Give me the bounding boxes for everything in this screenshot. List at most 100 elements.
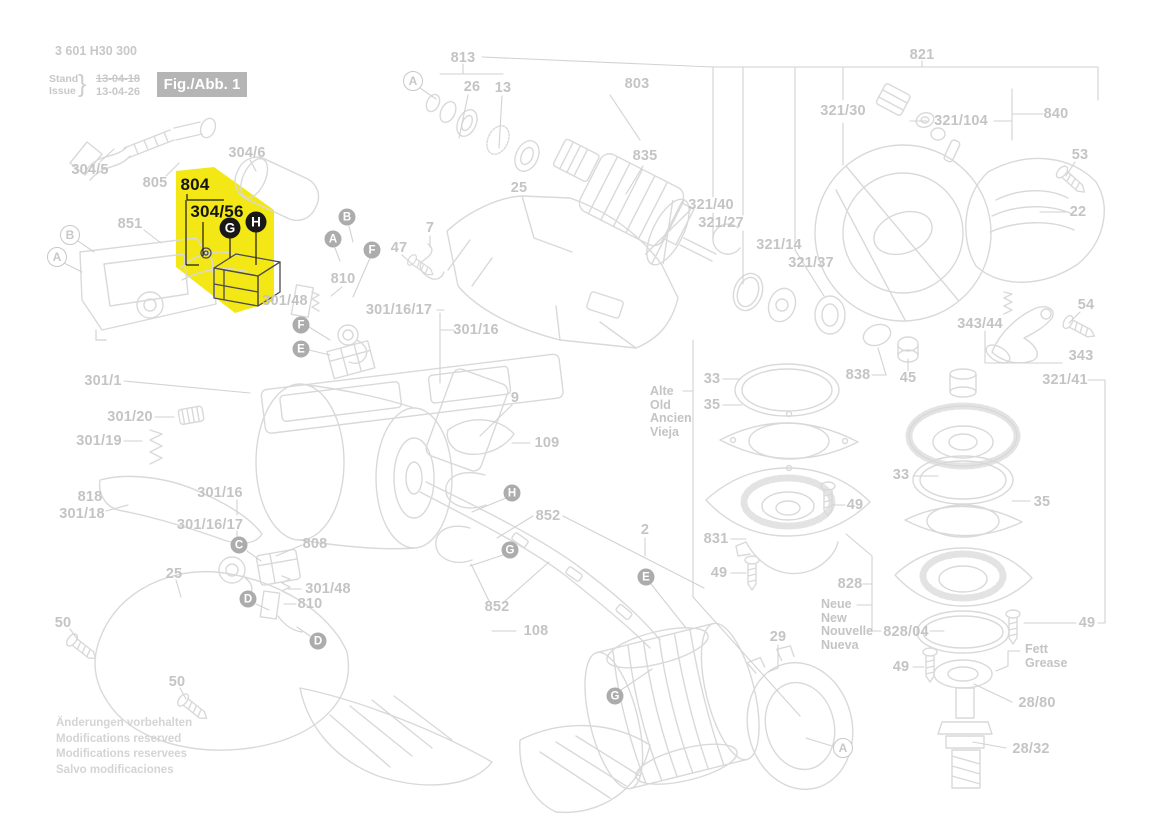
part-label-851: 851 [117, 216, 143, 232]
spindle [937, 687, 993, 789]
baffle-ring [746, 645, 854, 791]
part-label-838: 838 [845, 367, 871, 383]
part-label-301-16-17: 301/16/17 [365, 302, 433, 318]
part-label-840: 840 [1043, 106, 1069, 122]
flange-stack-right [894, 402, 1033, 689]
marker-F: F [363, 241, 381, 259]
date-new: 13-04-26 [96, 86, 141, 98]
modifications-line: Salvo modificaciones [56, 763, 174, 776]
part-label-49: 49 [892, 659, 910, 675]
part-label-304-6: 304/6 [228, 145, 266, 161]
guard-flange [814, 144, 992, 322]
part-label-50: 50 [54, 615, 72, 631]
part-label-29: 29 [769, 629, 787, 645]
leader-lines [63, 56, 1106, 749]
new-version-line: Neue [821, 597, 852, 611]
part-label-804: 804 [180, 175, 210, 194]
armature-assembly [425, 93, 717, 266]
marker-F: F [292, 316, 310, 334]
part-label-301-48: 301/48 [305, 581, 351, 597]
part-label-109: 109 [534, 435, 560, 451]
new-version-line: Nueva [821, 637, 859, 652]
old-version-line: Vieja [650, 424, 679, 439]
highlight-brush-holder [179, 247, 281, 307]
marker-A: A [47, 247, 67, 267]
part-label-301-16: 301/16 [197, 485, 243, 501]
clamshell-housing [446, 195, 679, 349]
part-label-304-5: 304/5 [71, 162, 109, 178]
part-label-7: 7 [425, 220, 435, 236]
part-label-321-104: 321/104 [934, 113, 988, 129]
motor-barrel [255, 383, 453, 550]
part-label-321-37: 321/37 [788, 255, 834, 271]
gear-case [79, 237, 217, 341]
part-label-321-30: 321/30 [820, 103, 866, 119]
part-label-28-80: 28/80 [1018, 695, 1056, 711]
part-label-321-41: 321/41 [1042, 372, 1088, 388]
part-label-828: 828 [837, 576, 863, 592]
marker-E: E [637, 568, 655, 586]
old-version-line: Old [650, 397, 671, 412]
part-label-45: 45 [899, 370, 917, 386]
grease-line: Grease [1025, 655, 1068, 670]
new-version-line: New [821, 610, 847, 625]
marker-H: H [503, 484, 521, 502]
part-label-321-14: 321/14 [756, 237, 802, 253]
part-label-821: 821 [909, 47, 935, 63]
part-label-301-48: 301/48 [262, 293, 308, 309]
part-label-301-19: 301/19 [76, 433, 122, 449]
part-label-835: 835 [632, 148, 658, 164]
highlight-bracket-lines [185, 194, 257, 266]
part-label-54: 54 [1077, 297, 1095, 313]
marker-A: A [324, 230, 342, 248]
grease-line: Fett [1025, 642, 1048, 656]
marker-A: A [403, 71, 423, 91]
part-label-301-18: 301/18 [59, 506, 105, 522]
part-label-343: 343 [1068, 348, 1094, 364]
lever-assembly [985, 291, 1054, 364]
marker-H: H [245, 211, 267, 233]
date-old: 13-04-18 [96, 73, 141, 85]
issue-label: Issue [49, 84, 76, 97]
marker-D: D [239, 590, 257, 608]
part-label-49: 49 [846, 497, 864, 513]
marker-B: B [338, 208, 356, 226]
brace-glyph: } [78, 70, 87, 98]
part-label-852: 852 [535, 508, 561, 524]
part-label-108: 108 [523, 623, 549, 639]
new-version-line: Nouvelle [821, 624, 874, 638]
marker-G: G [606, 687, 624, 705]
part-label-47: 47 [390, 240, 408, 256]
stator [584, 622, 760, 790]
part-label-304-56: 304/56 [190, 202, 244, 221]
part-label-22: 22 [1069, 204, 1087, 220]
screws [65, 165, 1096, 720]
modifications-line: Modifications reservees [56, 748, 188, 760]
part-label-50: 50 [168, 674, 186, 690]
part-label-2: 2 [640, 522, 650, 538]
marker-G: G [219, 217, 241, 239]
part-label-810: 810 [297, 596, 323, 612]
part-label-49: 49 [1078, 615, 1096, 631]
part-label-343-44: 343/44 [957, 316, 1003, 332]
cable-harness [419, 472, 661, 649]
part-label-25: 25 [510, 180, 528, 196]
part-label-9: 9 [510, 390, 520, 406]
part-label-828-04: 828/04 [883, 624, 929, 640]
marker-C: C [230, 536, 248, 554]
part-label-33: 33 [703, 371, 721, 387]
part-label-25: 25 [165, 566, 183, 582]
issue-dates: 13-04-18 13-04-26 [96, 73, 140, 99]
part-label-301-1: 301/1 [84, 373, 122, 389]
fastener-parts-top [875, 83, 961, 163]
marker-A: A [833, 738, 853, 758]
marker-E: E [292, 340, 310, 358]
modifications-line: Modifications reserved [56, 732, 182, 745]
part-label-33: 33 [892, 467, 910, 483]
